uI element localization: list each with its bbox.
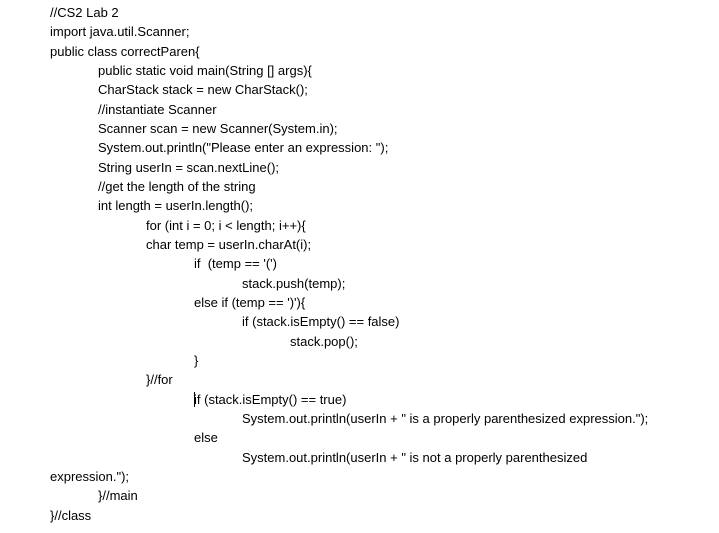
code-line: CharStack stack = new CharStack(); xyxy=(98,82,308,97)
code-line: System.out.println(userIn + " is a prope… xyxy=(242,411,649,426)
code-line: }//main xyxy=(98,488,138,503)
code-line: char temp = userIn.charAt(i); xyxy=(146,237,312,252)
code-line: System.out.println(userIn + " is not a p… xyxy=(242,450,588,465)
code-line: stack.push(temp); xyxy=(242,276,346,291)
code-line: for (int i = 0; i < length; i++){ xyxy=(146,218,306,233)
code-line: //instantiate Scanner xyxy=(98,102,217,117)
code-line: }//for xyxy=(146,372,173,387)
code-line: expression."); xyxy=(50,469,130,484)
code-line: int length = userIn.length(); xyxy=(98,198,254,213)
code-line: Scanner scan = new Scanner(System.in); xyxy=(98,121,338,136)
code-line: }//class xyxy=(50,508,92,523)
code-line: public class correctParen{ xyxy=(50,44,200,59)
code-line: else xyxy=(194,430,218,445)
code-line: if (stack.isEmpty() == true) xyxy=(194,392,347,407)
code-line: //CS2 Lab 2 xyxy=(50,5,119,20)
code-line: System.out.println("Please enter an expr… xyxy=(98,140,389,155)
code-line: import java.util.Scanner; xyxy=(50,24,190,39)
code-line: if (stack.isEmpty() == false) xyxy=(242,314,400,329)
code-line: String userIn = scan.nextLine(); xyxy=(98,160,280,175)
text-cursor xyxy=(194,392,195,407)
code-line: //get the length of the string xyxy=(98,179,256,194)
code-line: if (temp == '(') xyxy=(194,256,277,271)
code-line: public static void main(String [] args){ xyxy=(98,63,312,78)
code-line: } xyxy=(194,353,199,368)
code-line: else if (temp == ')'){ xyxy=(194,295,306,310)
code-line: stack.pop(); xyxy=(290,334,358,349)
